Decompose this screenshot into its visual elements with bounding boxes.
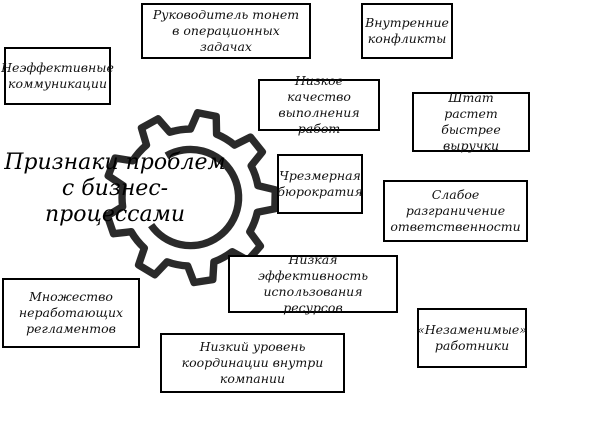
sign-text: Низкое качество выполнения работ <box>278 73 360 136</box>
sign-box-broken-regulations: Множество неработающих регламентов <box>2 278 140 348</box>
sign-text: Чрезмерная бюрократия <box>277 168 363 199</box>
gear-icon <box>103 108 279 287</box>
sign-text: Множество неработающих регламентов <box>18 289 124 336</box>
sign-box-low-quality-work: Низкое качество выполнения работ <box>258 73 380 136</box>
sign-text: Слабое разграничение ответственности <box>390 187 521 234</box>
sign-text: Штат растет быстрее выручки <box>441 90 501 153</box>
sign-text: Руководитель тонет в операционных задача… <box>152 7 300 54</box>
sign-text: Низкий уровень координации внутри компан… <box>181 339 324 386</box>
title-line-2: с бизнес-процессами <box>44 176 186 227</box>
sign-box-low-coordination: Низкий уровень координации внутри компан… <box>160 333 345 393</box>
sign-text: Низкая эффективность использования ресур… <box>257 252 369 315</box>
sign-box-ineffective-communications: Неэффективные коммуникации <box>1 47 114 105</box>
sign-box-weak-responsibility: Слабое разграничение ответственности <box>383 180 528 242</box>
sign-box-excessive-bureaucracy: Чрезмерная бюрократия <box>277 154 363 214</box>
sign-box-staff-grows-faster: Штат растет быстрее выручки <box>412 90 530 153</box>
sign-text: «Незаменимые» работники <box>417 322 527 353</box>
sign-box-overloaded-manager: Руководитель тонет в операционных задача… <box>141 3 311 59</box>
sign-box-indispensable-workers: «Незаменимые» работники <box>417 308 527 368</box>
sign-text: Внутренние конфликты <box>365 15 449 46</box>
title-line-1: Признаки проблем <box>4 150 226 175</box>
sign-box-resource-efficiency: Низкая эффективность использования ресур… <box>228 252 398 315</box>
sign-box-internal-conflicts: Внутренние конфликты <box>361 3 453 59</box>
diagram-title: Признаки проблем с бизнес-процессами <box>0 150 230 228</box>
sign-text: Неэффективные коммуникации <box>1 60 114 91</box>
